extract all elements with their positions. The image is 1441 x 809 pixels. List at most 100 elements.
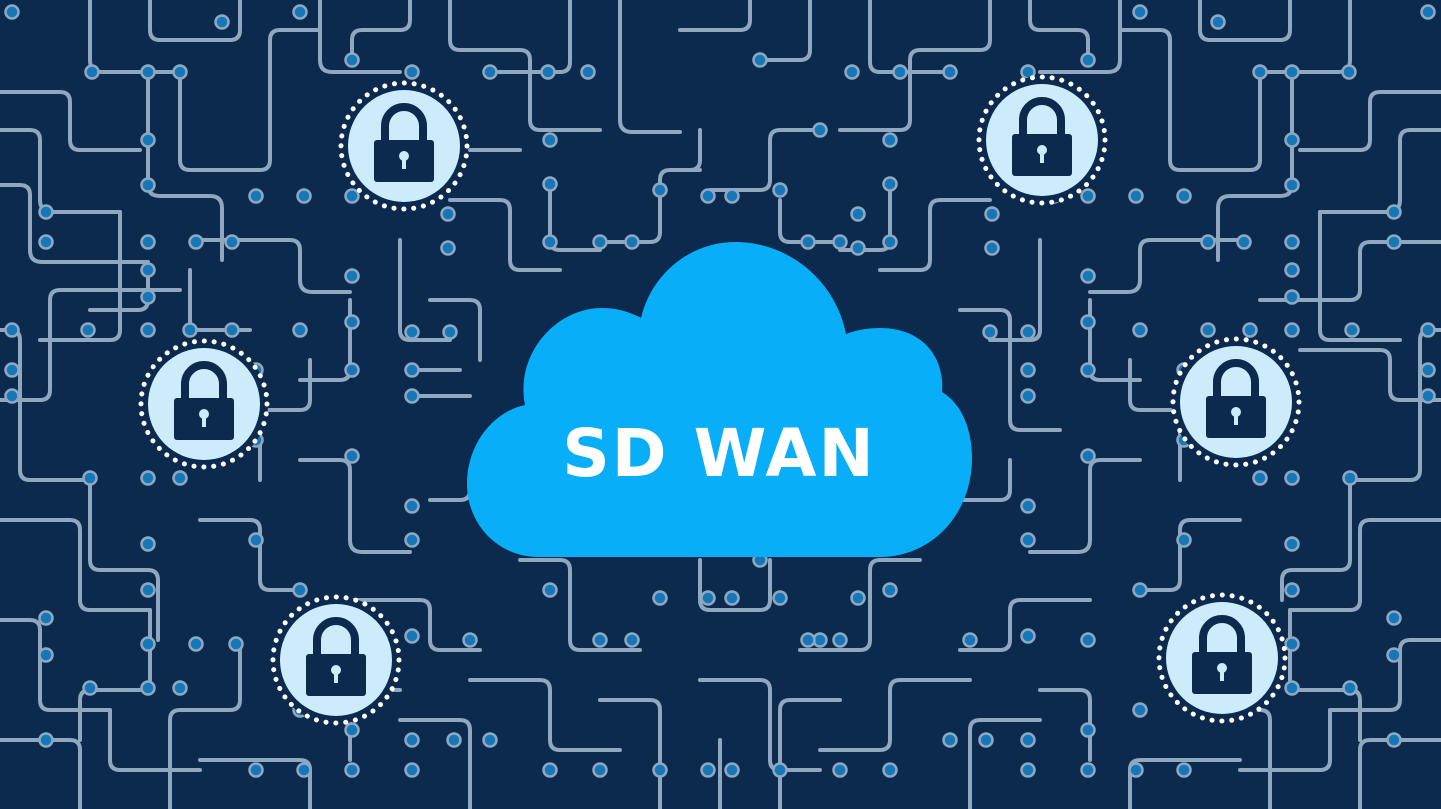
circuit-node: [404, 388, 420, 404]
circuit-node: [4, 388, 20, 404]
padlock-icon: [1206, 359, 1266, 438]
circuit-node: [482, 64, 498, 80]
circuit-node: [1132, 582, 1148, 598]
circuit-node: [182, 322, 198, 338]
circuit-node: [592, 762, 608, 778]
circuit-node: [38, 732, 54, 748]
circuit-node: [832, 632, 848, 648]
padlock-keyhole: [1037, 145, 1047, 155]
circuit-node: [772, 762, 788, 778]
circuit-node: [248, 762, 264, 778]
circuit-node: [1080, 314, 1096, 330]
circuit-node: [962, 632, 978, 648]
circuit-node: [724, 590, 740, 606]
circuit-node: [1176, 188, 1192, 204]
circuit-node: [1284, 636, 1300, 652]
padlock-keyhole: [199, 409, 209, 419]
circuit-node: [172, 64, 188, 80]
circuit-node: [1132, 702, 1148, 718]
circuit-node: [404, 628, 420, 644]
circuit-node: [540, 64, 556, 80]
circuit-node: [1420, 4, 1436, 20]
circuit-node: [80, 322, 96, 338]
circuit-node: [984, 206, 1000, 222]
circuit-node: [1386, 647, 1402, 663]
circuit-node: [140, 322, 156, 338]
circuit-node: [1080, 52, 1096, 68]
lock-badge: [270, 594, 402, 726]
circuit-node: [344, 52, 360, 68]
circuit-nodes: [4, 4, 1436, 778]
circuit-node: [1080, 188, 1096, 204]
padlock-keyhole: [1231, 407, 1241, 417]
circuit-node: [1176, 532, 1192, 548]
padlock-icon: [374, 103, 434, 182]
circuit-node: [1386, 610, 1402, 626]
circuit-node: [984, 240, 1000, 256]
circuit-node: [82, 470, 98, 486]
padlock-icon: [306, 617, 366, 696]
circuit-node: [440, 240, 456, 256]
circuit-node: [344, 268, 360, 284]
circuit-node: [700, 188, 716, 204]
circuit-node: [1344, 322, 1360, 338]
circuit-node: [542, 132, 558, 148]
circuit-node: [850, 206, 866, 222]
circuit-node: [1200, 322, 1216, 338]
padlock-keyhole: [331, 665, 341, 675]
circuit-node: [1020, 324, 1036, 340]
circuit-node: [292, 4, 308, 20]
circuit-node: [1386, 732, 1402, 748]
circuit-node: [542, 762, 558, 778]
circuit-node: [38, 204, 54, 220]
circuit-node: [462, 632, 478, 648]
circuit-node: [38, 610, 54, 626]
circuit-node: [140, 636, 156, 652]
circuit-node: [1284, 132, 1300, 148]
lock-badge-dotted-ring: [138, 338, 270, 470]
lock-badge-dotted-ring: [338, 80, 470, 212]
padlock-shackle: [381, 103, 427, 142]
circuit-node: [404, 64, 420, 80]
circuit-node: [292, 322, 308, 338]
circuit-node: [800, 632, 816, 648]
circuit-node: [882, 234, 898, 250]
circuit-node: [224, 322, 240, 338]
circuit-node: [4, 322, 20, 338]
security-locks: [138, 74, 1302, 726]
circuit-node: [882, 176, 898, 192]
circuit-node: [700, 590, 716, 606]
circuit-node: [832, 762, 848, 778]
padlock-shackle: [313, 617, 359, 656]
padlock-keyhole-slot: [1234, 414, 1238, 425]
circuit-node: [404, 362, 420, 378]
circuit-node: [344, 722, 360, 738]
circuit-node: [1284, 536, 1300, 552]
circuit-node: [724, 762, 740, 778]
circuit-node: [1210, 14, 1226, 30]
circuit-node: [942, 64, 958, 80]
circuit-node: [1080, 632, 1096, 648]
circuit-node: [248, 188, 264, 204]
circuit-node: [404, 324, 420, 340]
circuit-node: [700, 762, 716, 778]
circuit-node: [172, 470, 188, 486]
cloud-icon: [467, 242, 972, 557]
circuit-node: [652, 762, 668, 778]
circuit-node: [404, 498, 420, 514]
padlock-icon: [1192, 615, 1252, 694]
sd-wan-title: SD WAN: [562, 415, 875, 492]
circuit-node: [1420, 388, 1436, 404]
circuit-node: [832, 234, 848, 250]
circuit-node: [850, 590, 866, 606]
circuit-node: [542, 234, 558, 250]
circuit-node: [1132, 322, 1148, 338]
circuit-node: [1284, 322, 1300, 338]
circuit-node: [1020, 762, 1036, 778]
circuit-node: [624, 632, 640, 648]
circuit-node: [404, 532, 420, 548]
circuit-node: [1176, 762, 1192, 778]
circuit-node: [978, 732, 994, 748]
circuit-node: [344, 314, 360, 330]
